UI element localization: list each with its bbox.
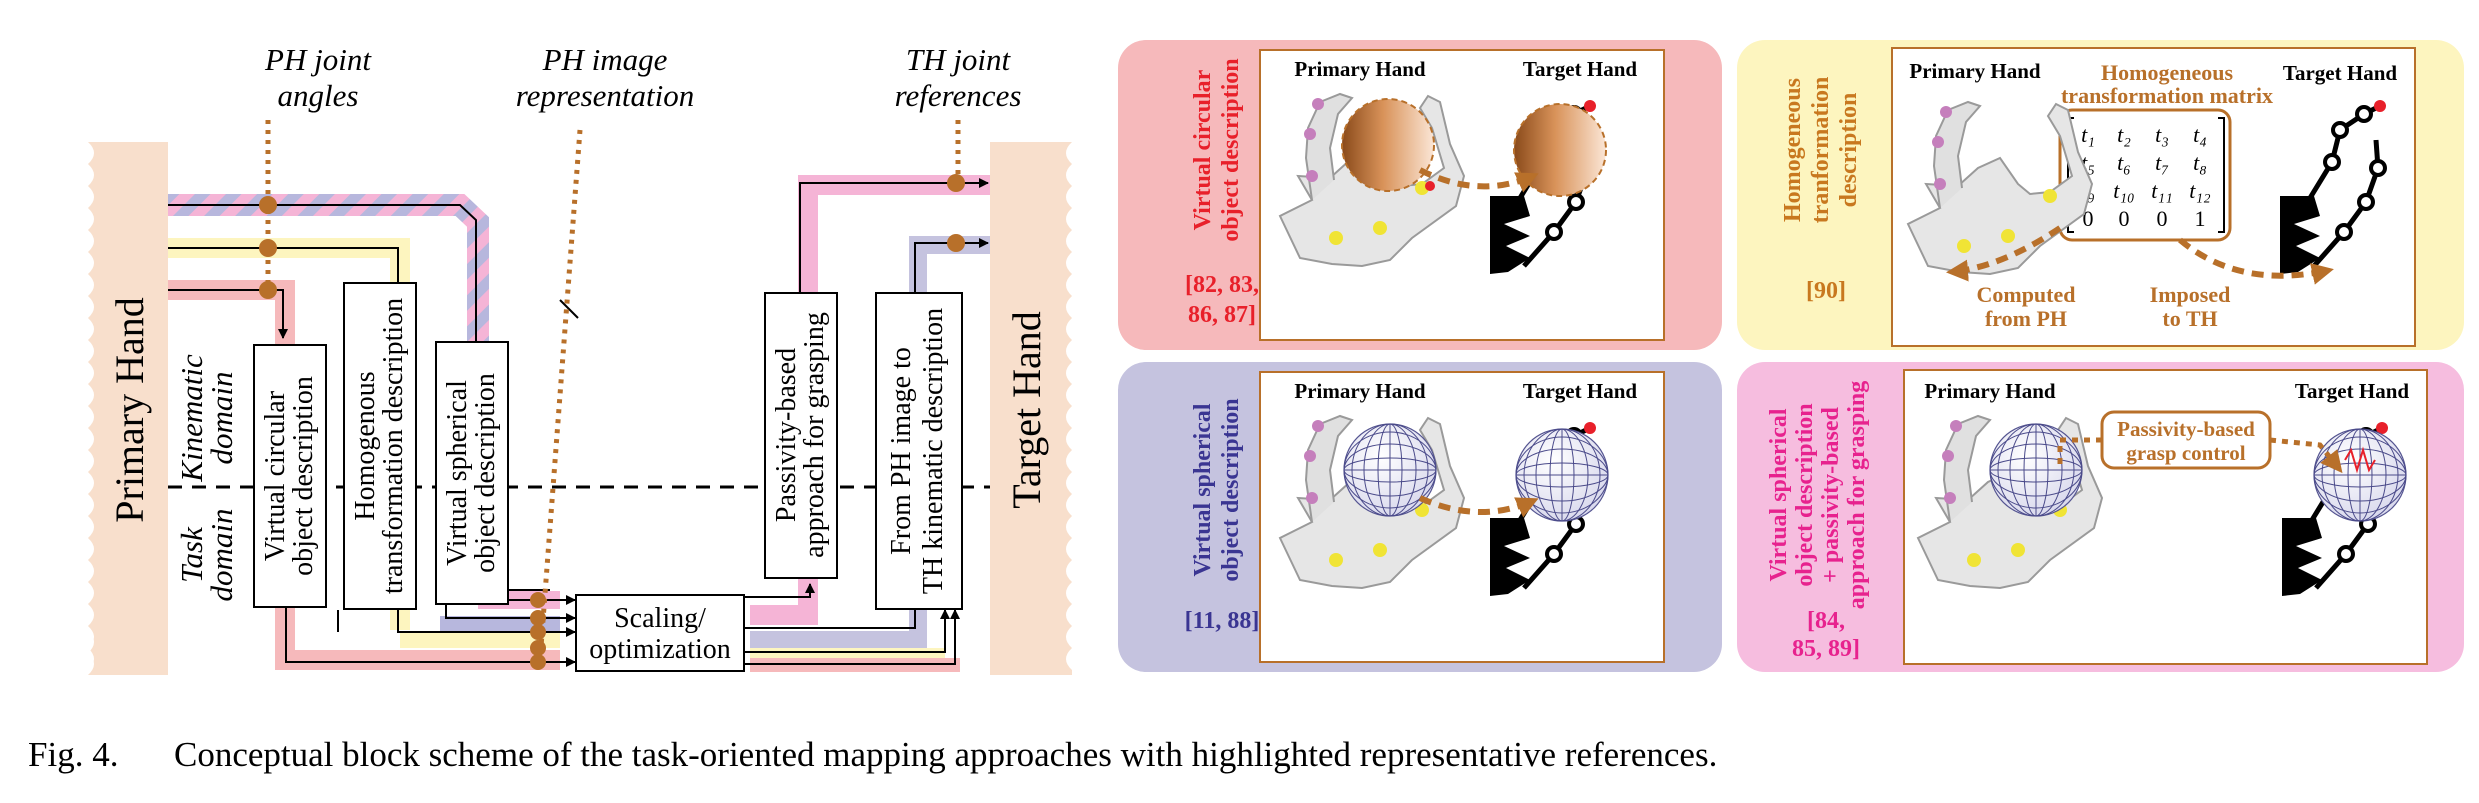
sp-object-target <box>2313 428 2407 522</box>
homog-matrix-box <box>2058 108 2232 242</box>
sp-title-2: object description <box>1792 403 1818 586</box>
sp-object <box>1989 423 2083 517</box>
block-scaling-line1: Scaling/ <box>614 603 706 634</box>
svg-text:1: 1 <box>2195 206 2206 231</box>
block-pb-line1: Passivity-based <box>771 348 802 522</box>
block-pb-line2: approach for grasping <box>799 312 830 558</box>
panel-spherical: Virtual spherical object description [11… <box>1118 362 1722 672</box>
homog-imposed-1: Imposed <box>2150 282 2231 307</box>
task-domain-line1: Task <box>174 526 209 583</box>
block-ht-line1: Homogenous <box>350 371 381 520</box>
svg-text:t₁₂: t₁₂ <box>2189 178 2211 203</box>
sp-title-3: + passivity-based <box>1818 406 1844 582</box>
sp-refs-2: 85, 89] <box>1792 636 1860 662</box>
block-ht-line2: transformation description <box>378 298 409 594</box>
sp-target-label: Target Hand <box>2295 379 2409 403</box>
homog-title-1: Homogeneous <box>1780 78 1806 222</box>
circular-target-label: Target Hand <box>1523 57 1637 81</box>
circular-refs-1: [82, 83, <box>1185 272 1259 298</box>
block-from-ph <box>875 292 963 610</box>
circular-title-1: Virtual circular <box>1190 69 1216 230</box>
svg-text:t₁₁: t₁₁ <box>2151 178 2172 203</box>
circular-primary-label: Primary Hand <box>1294 57 1426 81</box>
figure-caption: Fig. 4. Conceptual block scheme of the ta… <box>28 735 1717 775</box>
sp-control-2: grasp control <box>2126 441 2245 465</box>
block-vc-line2: object description <box>288 376 319 576</box>
kinematic-domain-line2: domain <box>204 372 239 465</box>
primary-hand-label: Primary Hand <box>107 297 152 523</box>
th-joint-label-1: TH joint <box>906 42 1012 77</box>
svg-text:t₂: t₂ <box>2117 122 2131 147</box>
homog-matrix-title-1: Homogeneous <box>2101 60 2233 85</box>
homog-imposed-2: to TH <box>2162 306 2217 331</box>
task-domain-line2: domain <box>204 509 239 602</box>
primary-hand-bar-edge <box>74 142 94 675</box>
block-homogenous <box>343 282 417 610</box>
svg-text:0: 0 <box>2083 206 2094 231</box>
block-fp-line1: From PH image to <box>886 347 917 555</box>
ph-joint-label-2: angles <box>278 78 359 113</box>
spherical-title-1: Virtual spherical <box>1190 403 1216 576</box>
circular-object <box>1341 98 1435 192</box>
block-virtual-spherical <box>435 341 509 605</box>
spherical-refs: [11, 88] <box>1185 608 1260 634</box>
ph-image-label-2: representation <box>516 78 695 113</box>
panel-spherical-passivity: Virtual spherical object description + p… <box>1737 362 2464 672</box>
spherical-object-target <box>1515 428 1609 522</box>
block-vs-line1: Virtual spherical <box>442 380 473 566</box>
panel-circular: Virtual circular object description [82,… <box>1118 40 1722 350</box>
homog-primary-label: Primary Hand <box>1909 59 2041 83</box>
circular-title-2: object description <box>1218 58 1244 241</box>
sp-title-1: Virtual spherical <box>1766 408 1792 581</box>
caption-text: Conceptual block scheme of the task-orie… <box>174 735 1718 774</box>
svg-text:t₁₀: t₁₀ <box>2113 178 2134 203</box>
homog-matrix: t₁ t₂ t₃ t₄ t₅ t₆ t₇ t₈ t₉ t₁₀ t₁₁ t₁₂ 0… <box>2081 122 2211 231</box>
svg-text:0: 0 <box>2157 206 2168 231</box>
svg-text:t₁: t₁ <box>2081 122 2095 147</box>
homog-target-label: Target Hand <box>2283 61 2397 85</box>
homog-title-2: tranformation <box>1808 77 1834 224</box>
block-vc-line1: Virtual circular <box>260 390 291 561</box>
homog-title-3: description <box>1836 93 1862 208</box>
homog-computed-2: from PH <box>1985 306 2067 331</box>
svg-text:t₃: t₃ <box>2155 122 2169 147</box>
block-scheme: Primary Hand Target Hand Kinematic domai… <box>74 42 1086 675</box>
circular-refs-2: 86, 87] <box>1188 302 1256 328</box>
homog-computed-1: Computed <box>1976 282 2075 307</box>
block-vs-line2: object description <box>470 373 501 573</box>
svg-text:t₆: t₆ <box>2117 150 2131 175</box>
block-passivity <box>764 292 838 579</box>
panel-homogeneous: Homogeneous tranformation description [9… <box>1737 40 2464 350</box>
sp-refs-1: [84, <box>1807 608 1845 634</box>
spherical-title-2: object description <box>1218 398 1244 581</box>
target-hand-label: Target Hand <box>1004 311 1049 509</box>
svg-text:t₇: t₇ <box>2155 150 2169 175</box>
th-joint-label-2: references <box>895 78 1022 113</box>
svg-text:t₄: t₄ <box>2193 122 2207 147</box>
svg-text:t₈: t₈ <box>2193 150 2207 175</box>
block-scaling <box>575 594 745 672</box>
target-hand-bar <box>990 142 1072 675</box>
caption-label: Fig. 4. <box>28 735 119 774</box>
block-virtual-circular <box>253 344 327 608</box>
homog-refs: [90] <box>1806 278 1846 304</box>
sp-primary-label: Primary Hand <box>1924 379 2056 403</box>
block-scaling-line2: optimization <box>589 634 731 665</box>
svg-text:0: 0 <box>2119 206 2130 231</box>
primary-hand-bar <box>88 142 168 675</box>
sp-control-1: Passivity-based <box>2117 417 2255 441</box>
block-fp-line2: TH kinematic description <box>918 308 949 594</box>
ph-joint-label-1: PH joint <box>264 42 372 77</box>
sp-title-4: approach for grasping <box>1844 381 1870 609</box>
circular-object-target <box>1513 103 1607 197</box>
homog-matrix-title-2: transformation matrix <box>2061 83 2273 108</box>
spherical-target-label: Target Hand <box>1523 379 1637 403</box>
spherical-primary-label: Primary Hand <box>1294 379 1426 403</box>
ph-image-label-1: PH image <box>542 42 668 77</box>
kinematic-domain-line1: Kinematic <box>174 354 209 483</box>
